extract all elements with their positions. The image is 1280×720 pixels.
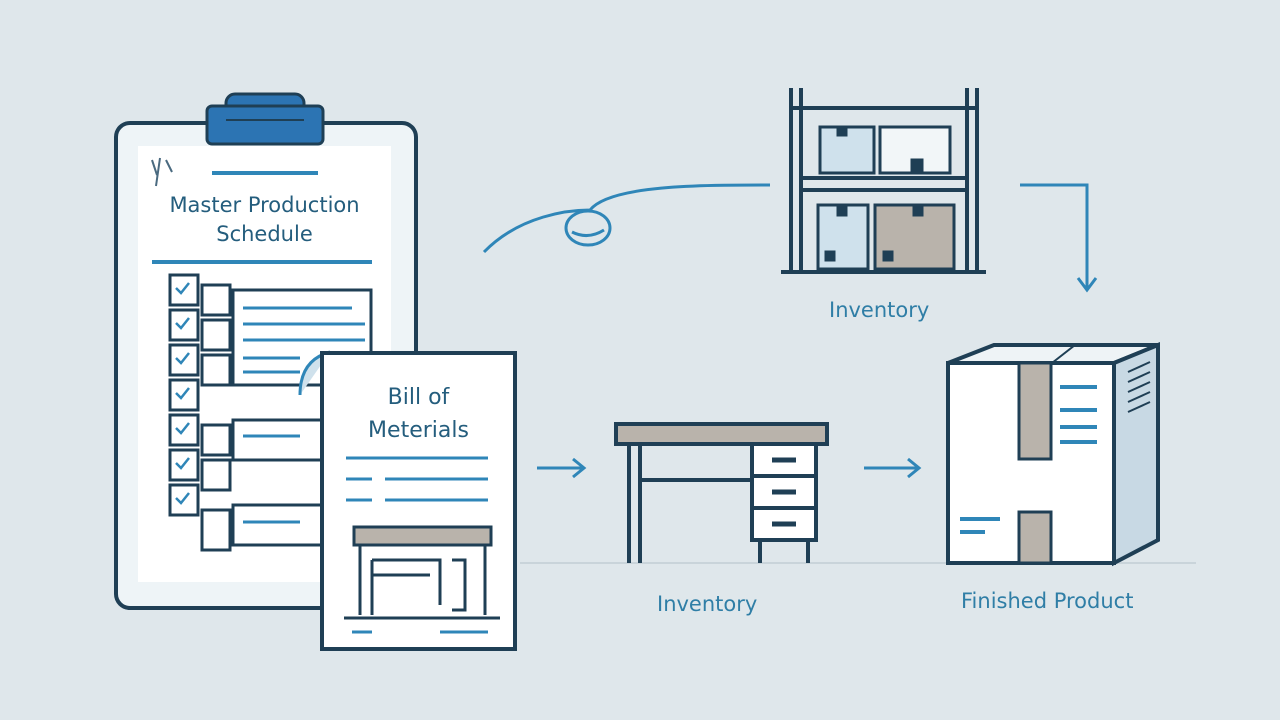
mps-title-line2: Schedule (216, 222, 313, 246)
bill-of-materials-sheet (298, 350, 517, 651)
schedule-table (168, 273, 373, 552)
mps-title: Master Production Schedule (138, 191, 391, 249)
elbow-arrow-icon (1020, 183, 1098, 293)
inventory-shelf (781, 88, 986, 274)
mps-title-line1: Master Production (169, 193, 360, 217)
inventory-bottom-label: Inventory (657, 592, 758, 616)
clipboard-clip-icon (205, 92, 325, 146)
finished-product-label: Finished Product (961, 589, 1134, 613)
arrow-right-icon-2 (864, 457, 922, 479)
finished-product-box (946, 342, 1160, 567)
bom-title-line1: Bill of (387, 385, 450, 410)
bom-title: Bill of Meterials (322, 381, 515, 447)
bom-desk-drawing (344, 525, 500, 620)
bom-title-line2: Meterials (368, 418, 469, 443)
desk-inventory (614, 422, 829, 563)
inventory-top-label: Inventory (829, 298, 930, 322)
inventory-boxes (816, 125, 956, 271)
curved-connector (482, 183, 771, 254)
arrow-right-icon-1 (537, 457, 587, 479)
